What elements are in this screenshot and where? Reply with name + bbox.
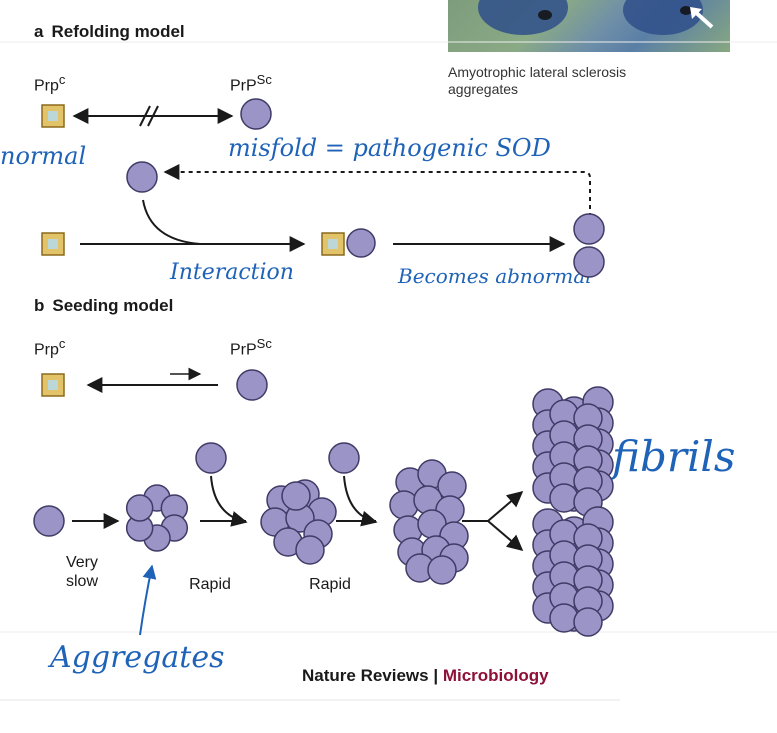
prion-sphere [195, 442, 227, 474]
prpc-text-b: Prp [34, 341, 59, 359]
fibril-sphere [573, 607, 603, 637]
interaction-curve [142, 199, 201, 245]
growth-arrow-1 [210, 475, 248, 527]
block-slash-1 [139, 105, 151, 127]
panel-a-prpsc-label: PrPSc [230, 72, 272, 95]
annotation-aggregates: Aggregates [50, 640, 225, 675]
prpsc-sup: Sc [256, 72, 272, 87]
prpc-square-complex [321, 232, 345, 256]
prpsc-sphere-a1 [240, 98, 272, 130]
split-arrow-up [487, 490, 524, 522]
annotation-fibrils: fibrils [612, 432, 736, 481]
fibril-sphere [549, 603, 579, 633]
dashed-return-arrow [163, 164, 591, 225]
prion-sphere [573, 213, 605, 245]
prpsc-text: PrP [230, 77, 257, 95]
panel-a-title-text: Refolding model [51, 22, 185, 41]
prpc-sup: c [58, 72, 66, 87]
journal-credit: Nature Reviews | Microbiology [302, 666, 549, 686]
prion-sphere [328, 442, 360, 474]
incoming-sphere-1 [195, 442, 227, 474]
annotation-becomes-abnormal: Becomes abnormal [398, 264, 592, 288]
credit-brand1: Nature Reviews [302, 666, 429, 685]
incoming-sphere-2 [328, 442, 360, 474]
prion-square-core [48, 380, 58, 390]
credit-separator: | [428, 666, 443, 685]
photo-caption-line1: Amyotrophic lateral sclerosis [448, 64, 627, 80]
prpsc-sup-b: Sc [256, 336, 272, 351]
seed-nucleus [125, 484, 189, 552]
ALS-aggregate-photo [448, 0, 730, 52]
prion-sphere [33, 505, 65, 537]
panel-b-title-text: Seeding model [52, 296, 174, 315]
step-label-rapid-2: Rapid [309, 576, 351, 593]
prpc-square-b1 [41, 373, 65, 397]
annotation-interaction: Interaction [170, 260, 294, 285]
aggregate-sphere [389, 490, 419, 520]
large-aggregate [389, 459, 469, 585]
aggregate-sphere [427, 555, 457, 585]
prpsc-sphere-b1 [236, 369, 268, 401]
annotation-normal: normal [0, 142, 87, 170]
prion-square-core [48, 111, 58, 121]
panel-b-letter: b [34, 296, 45, 315]
photo-caption: Amyotrophic lateral sclerosis aggregates [448, 64, 626, 98]
prion-sphere [126, 161, 158, 193]
cluster-sphere [281, 481, 311, 511]
prion-square-core [328, 239, 338, 249]
cluster-sphere [295, 535, 325, 565]
step-label-very-slow: Very slow [62, 553, 102, 591]
panel-b-prpsc-label: PrPSc [230, 336, 272, 359]
growth-arrow-2 [343, 475, 378, 527]
step1-line1: Very [65, 554, 98, 571]
panel-a-letter: a [34, 22, 44, 41]
photo-caption-line2: aggregates [448, 81, 519, 97]
prpc-sup-b: c [58, 336, 66, 351]
panel-b-prpc-label: Prpc [34, 336, 65, 359]
prion-sphere [573, 246, 605, 278]
monomer-sphere [33, 505, 65, 537]
prpsc-text-b: PrP [230, 341, 257, 359]
prion-sphere [240, 98, 272, 130]
arrow-icon [690, 7, 714, 29]
fibril-sphere [549, 483, 579, 513]
prpsc-sphere-complex [346, 228, 376, 258]
growing-cluster [260, 479, 337, 565]
prpc-square-a2 [41, 232, 65, 256]
panel-a-prpc-label: Prpc [34, 72, 65, 95]
credit-brand2: Microbiology [442, 666, 549, 685]
panel-b-title: b Seeding model [34, 296, 173, 316]
prion-sphere [236, 369, 268, 401]
prpc-square-a1 [41, 104, 65, 128]
aggregates-pointer-arrow [139, 564, 157, 636]
fibril-top [532, 386, 614, 517]
block-slash-2 [147, 105, 159, 127]
nucleus-sphere [125, 494, 154, 522]
prpsc-sphere-dimer-bottom [573, 246, 605, 278]
panel-a-title: a Refolding model [34, 22, 185, 42]
prion-sphere [346, 228, 376, 258]
fibril-bottom [532, 506, 614, 637]
step1-line2: slow [65, 573, 98, 590]
annotation-misfold: misfold = pathogenic SOD [228, 134, 551, 162]
prpc-text: Prp [34, 77, 59, 95]
prpsc-sphere-a2 [126, 161, 158, 193]
prion-square-core [48, 239, 58, 249]
prpsc-sphere-dimer-top [573, 213, 605, 245]
split-arrow-down [487, 520, 524, 552]
step-label-rapid-1: Rapid [189, 576, 231, 593]
